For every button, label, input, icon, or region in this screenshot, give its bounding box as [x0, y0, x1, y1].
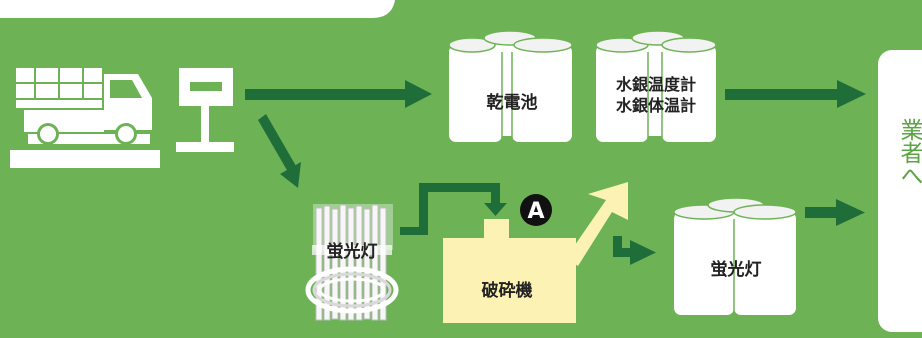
mercury-label-line2: 水銀体温計: [615, 96, 696, 115]
header-banner: [0, 0, 395, 18]
crusher-machine: [443, 182, 628, 323]
battery-label: 乾電池: [486, 93, 538, 113]
flow-arrows: [245, 80, 866, 265]
fluor-output-label: 蛍光灯: [710, 260, 762, 280]
truck-on-scale-icon: [10, 68, 160, 168]
crusher-label: 破砕機: [481, 281, 533, 301]
fluor-output-container: [673, 197, 797, 315]
mercury-container: [595, 30, 717, 142]
mercury-label-line1: 水銀温度計: [615, 75, 696, 94]
crusher-badge-circle: [520, 194, 552, 226]
destination-label: 業者へ: [896, 118, 922, 187]
fluor-input-label: 蛍光灯: [326, 242, 378, 262]
crusher-badge-label: A: [527, 199, 544, 224]
platform-scale-icon: [176, 68, 234, 152]
fluorescent-tubes-icon: [305, 204, 399, 321]
destination-panel: [878, 50, 922, 332]
battery-container: [448, 30, 573, 142]
